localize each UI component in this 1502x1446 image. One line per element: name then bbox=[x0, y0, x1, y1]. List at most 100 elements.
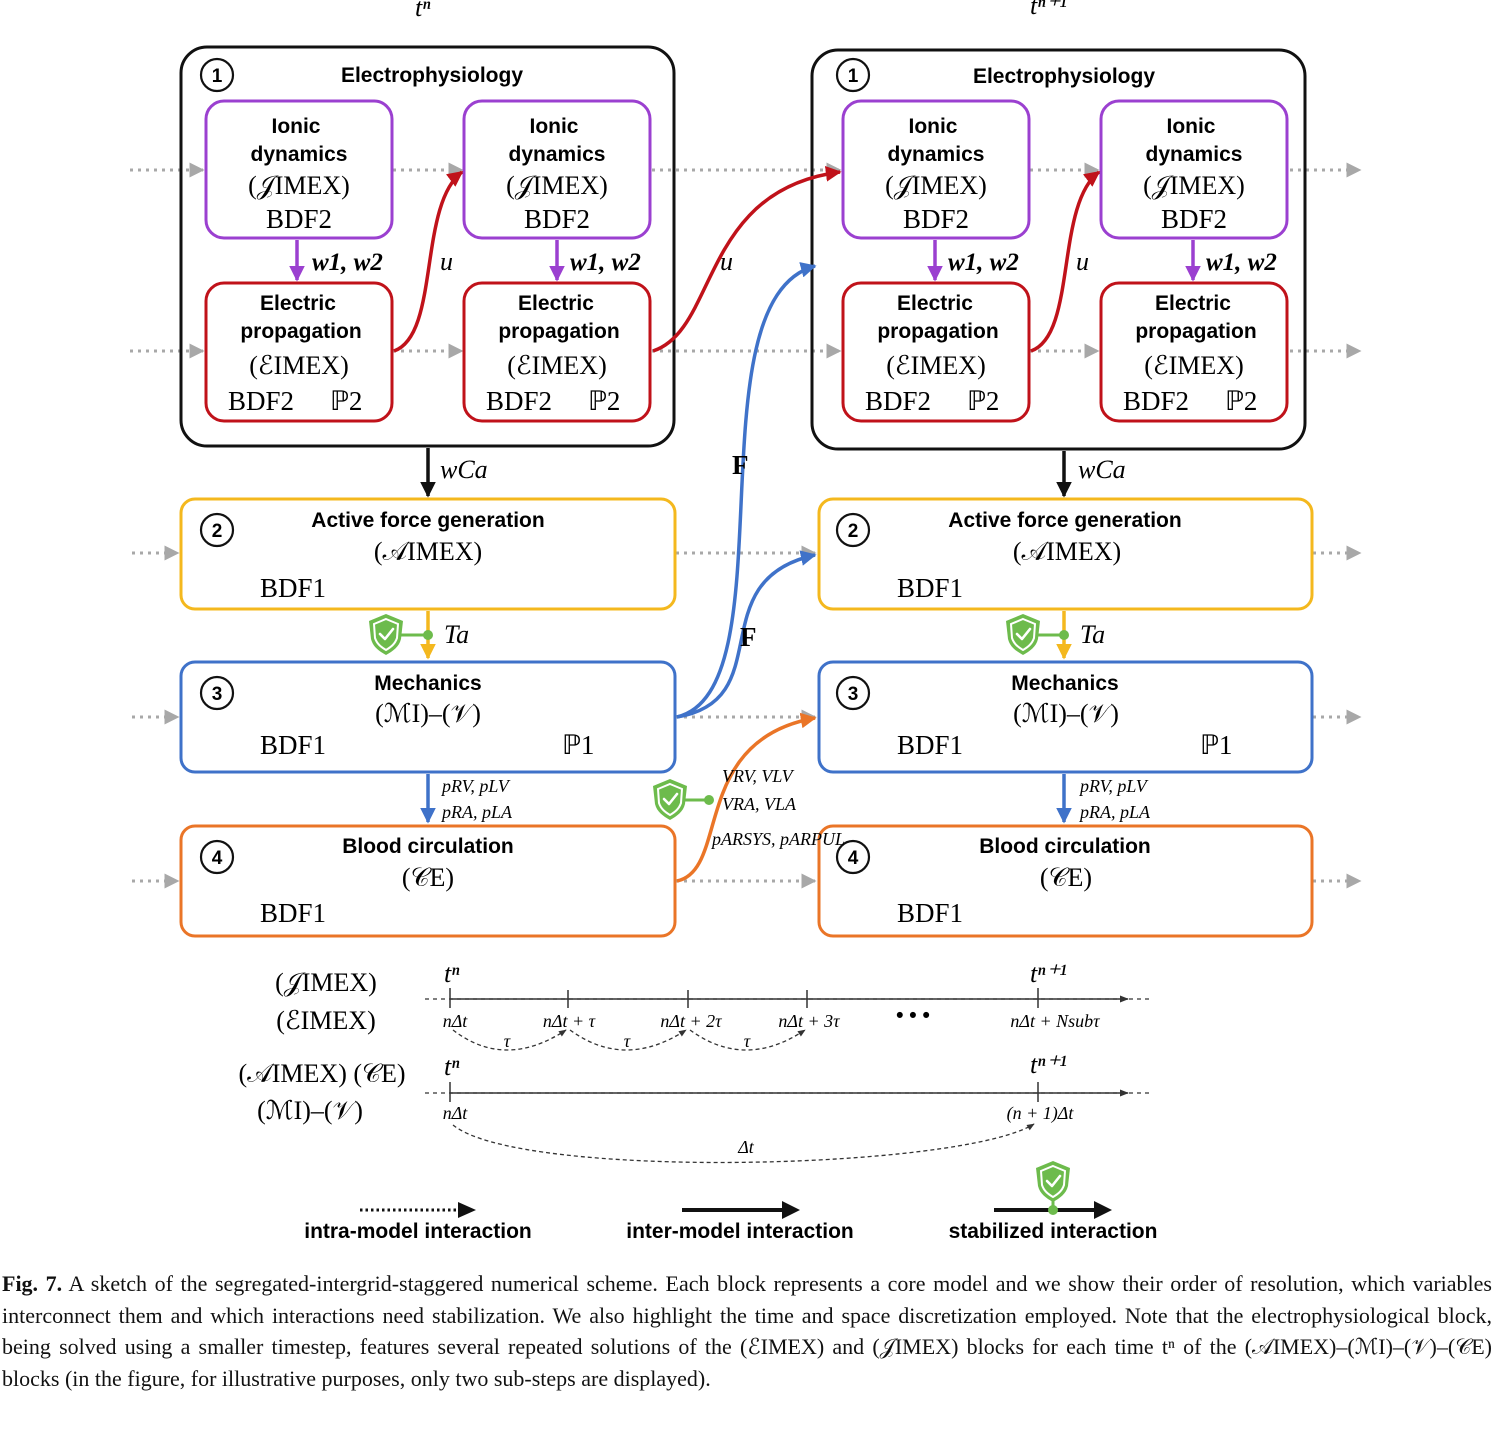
pressures-label-2: pRA, pLA bbox=[440, 802, 513, 822]
timeline-tn1: tⁿ⁺¹ bbox=[1030, 959, 1067, 988]
timestep-arc bbox=[452, 1123, 1035, 1164]
potential-arrow bbox=[1030, 170, 1101, 353]
mechanics-space: ℙ1 bbox=[562, 730, 594, 760]
electrophysiology-block bbox=[810, 48, 1307, 451]
ionic-title-line2: dynamics bbox=[1146, 143, 1243, 166]
circulation-scheme: BDF1 bbox=[260, 898, 326, 928]
pressures-label-1: pRV, pLV bbox=[440, 776, 511, 796]
block-number-circle bbox=[835, 57, 871, 93]
gating-variables-label: w1, w2 bbox=[570, 249, 641, 276]
electric-model: (ℰIMEX) bbox=[507, 351, 607, 380]
circulation-model: (𝒞E) bbox=[1040, 863, 1092, 892]
mechanics-block bbox=[817, 660, 1314, 774]
time-header-left: tⁿ bbox=[415, 0, 431, 22]
left-column: 1 Electrophysiology Ionic dynamics (𝒥IME… bbox=[179, 45, 677, 938]
electric-scheme: BDF2 bbox=[1123, 386, 1189, 416]
mechanics-model: (ℳI)–(𝒱) bbox=[375, 699, 481, 728]
tick-label: nΔt + 2τ bbox=[660, 1011, 722, 1031]
stabilization-shield-icon bbox=[1034, 1159, 1072, 1204]
caption-label: Fig. 7. bbox=[2, 1271, 63, 1296]
blood-circulation-block bbox=[179, 824, 677, 938]
electrophysiology-title: Electrophysiology bbox=[341, 64, 523, 87]
electric-model: (ℰIMEX) bbox=[1144, 351, 1244, 380]
caption-text: A sketch of the segregated-intergrid-sta… bbox=[2, 1271, 1492, 1391]
substep-arc bbox=[569, 1029, 687, 1051]
electric-scheme: BDF2 bbox=[865, 386, 931, 416]
tick-label: nΔt + Nsubτ bbox=[1010, 1011, 1100, 1031]
electric-space: ℙ2 bbox=[1225, 386, 1257, 416]
volumes-label-1: VRV, VLV bbox=[722, 766, 795, 786]
electric-title-line2: propagation bbox=[877, 320, 998, 343]
active-force-title: Active force generation bbox=[311, 509, 544, 532]
ionic-dynamics-block bbox=[1099, 99, 1289, 240]
tick-label: nΔt + τ bbox=[543, 1011, 596, 1031]
active-force-scheme: BDF1 bbox=[260, 573, 326, 603]
stabilization-dot bbox=[1048, 1205, 1058, 1215]
mechanics-model: (ℳI)–(𝒱) bbox=[1013, 699, 1119, 728]
potential-label: u bbox=[1076, 247, 1089, 276]
ionic-title-line1: Ionic bbox=[908, 115, 957, 138]
stabilization-shield-icon bbox=[1004, 612, 1042, 657]
legend-inter-label: inter-model interaction bbox=[626, 1220, 854, 1243]
timeline-row2-label: (ℳI)–(𝒱) bbox=[257, 1096, 363, 1125]
electric-space: ℙ2 bbox=[967, 386, 999, 416]
electric-space: ℙ2 bbox=[330, 386, 362, 416]
mechanics-title: Mechanics bbox=[374, 672, 481, 695]
tau-label: τ bbox=[624, 1031, 631, 1051]
calcium-label: wCa bbox=[1078, 455, 1126, 484]
block-number-circle bbox=[199, 512, 235, 548]
gating-variables-label: w1, w2 bbox=[312, 249, 383, 276]
block-number: 2 bbox=[212, 521, 223, 542]
timeline-tn1: tⁿ⁺¹ bbox=[1030, 1050, 1067, 1079]
legend: intra-model interaction inter-model inte… bbox=[304, 1159, 1158, 1243]
tension-label: Ta bbox=[444, 620, 469, 649]
block-number-circle bbox=[835, 675, 871, 711]
ellipsis: • • • bbox=[896, 1004, 930, 1027]
legend-stabilized-label: stabilized interaction bbox=[949, 1220, 1158, 1243]
ionic-scheme: BDF2 bbox=[524, 204, 590, 234]
ionic-model: (𝒥IMEX) bbox=[885, 171, 987, 200]
block-number-circle bbox=[199, 675, 235, 711]
electric-propagation-block bbox=[462, 281, 652, 423]
mechanics-block bbox=[179, 660, 677, 774]
potential-label: u bbox=[440, 247, 453, 276]
ionic-dynamics-block bbox=[841, 99, 1031, 240]
legend-inter-arrowhead bbox=[782, 1201, 800, 1219]
ionic-scheme: BDF2 bbox=[266, 204, 332, 234]
intra-model-arrows bbox=[130, 162, 1362, 889]
force-arrow-to-active-force bbox=[676, 550, 817, 719]
potential-arrow bbox=[393, 170, 464, 353]
ionic-dynamics-block bbox=[462, 99, 652, 240]
block-number-circle bbox=[835, 512, 871, 548]
block-number: 3 bbox=[212, 684, 223, 705]
volumes-label-3: pARSYS, pARPUL bbox=[710, 829, 845, 849]
electric-scheme: BDF2 bbox=[228, 386, 294, 416]
volumes-label-2: VRA, VLA bbox=[722, 794, 797, 814]
electric-model: (ℰIMEX) bbox=[249, 351, 349, 380]
stabilization-shield-icon bbox=[367, 612, 405, 657]
electric-title-line2: propagation bbox=[498, 320, 619, 343]
electric-propagation-block bbox=[204, 281, 394, 423]
ionic-title-line2: dynamics bbox=[509, 143, 606, 166]
tick-label: nΔt bbox=[443, 1011, 469, 1031]
potential-label: u bbox=[720, 247, 733, 276]
electric-title-line1: Electric bbox=[260, 292, 336, 315]
electric-model: (ℰIMEX) bbox=[886, 351, 986, 380]
block-number-circle bbox=[199, 57, 235, 93]
ionic-scheme: BDF2 bbox=[1161, 204, 1227, 234]
legend-intra-label: intra-model interaction bbox=[304, 1220, 532, 1243]
tension-label: Ta bbox=[1080, 620, 1105, 649]
active-force-block bbox=[817, 497, 1314, 611]
mechanics-scheme: BDF1 bbox=[897, 730, 963, 760]
gating-variables-label: w1, w2 bbox=[1206, 249, 1277, 276]
block-number-circle bbox=[199, 839, 235, 875]
circulation-scheme: BDF1 bbox=[897, 898, 963, 928]
timeline-tn: tⁿ bbox=[444, 959, 460, 988]
electric-title-line1: Electric bbox=[897, 292, 973, 315]
tick-label: nΔt bbox=[443, 1103, 469, 1123]
circulation-title: Blood circulation bbox=[342, 835, 514, 858]
tau-label: τ bbox=[504, 1031, 511, 1051]
ionic-model: (𝒥IMEX) bbox=[248, 171, 350, 200]
active-force-model: (𝒜IMEX) bbox=[1013, 537, 1121, 566]
